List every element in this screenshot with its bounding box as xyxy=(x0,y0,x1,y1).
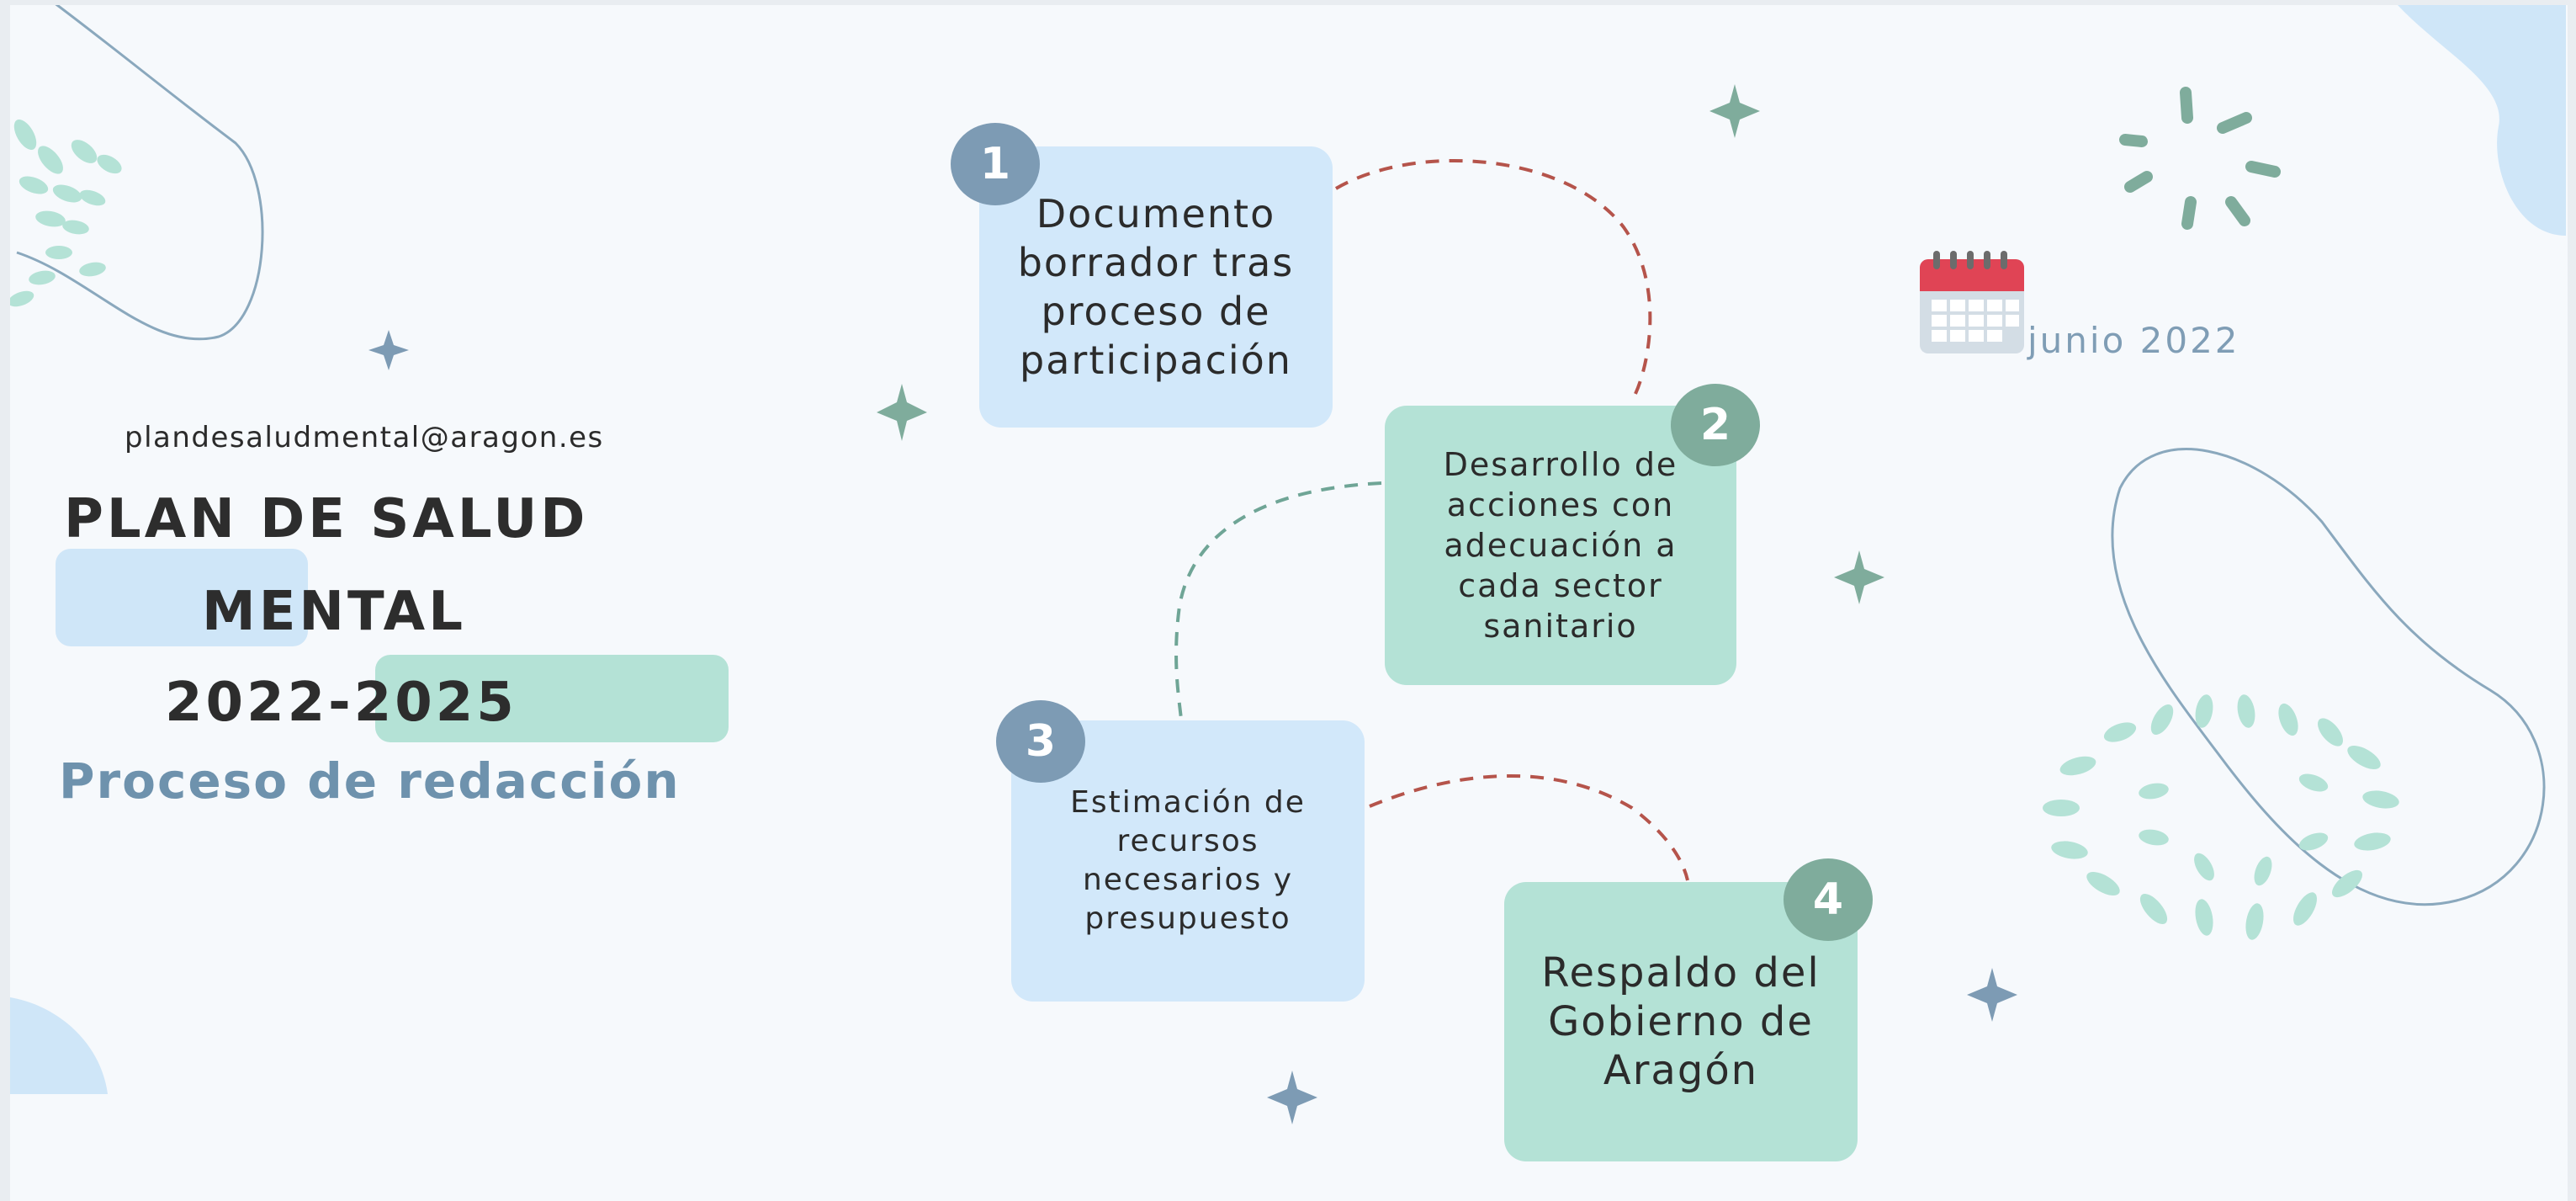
sunburst-top-right xyxy=(2119,87,2281,230)
sparkle-star xyxy=(1834,550,1884,604)
highlight-blue xyxy=(56,549,308,646)
sparkle-stars xyxy=(368,84,2017,1124)
step-3-line: recursos xyxy=(1116,824,1259,858)
step-4-line: Respaldo del xyxy=(1541,949,1821,996)
step-number-badge-2: 2 xyxy=(1671,384,1760,466)
step-3-line: necesarios y xyxy=(1082,863,1294,897)
step-card-1: Documento borrador tras proceso de parti… xyxy=(979,146,1333,428)
step-number-badge-1: 1 xyxy=(951,123,1040,205)
step-1-line: proceso de xyxy=(1041,289,1271,334)
title-line-1: PLAN DE SALUD xyxy=(64,488,589,550)
blob-top-right xyxy=(2398,5,2566,236)
step-number-badge-3: 3 xyxy=(996,700,1085,783)
step-1-line: borrador tras xyxy=(1017,240,1295,285)
title-line-3: 2022-2025 xyxy=(165,672,517,734)
contact-email: plandesaludmental@aragon.es xyxy=(125,421,604,454)
step-4-line: Aragón xyxy=(1603,1047,1759,1094)
sparkle-star xyxy=(877,384,927,441)
sparkle-star xyxy=(1967,968,2017,1022)
leaf-dots-top-left xyxy=(8,119,122,307)
sparkle-star xyxy=(1267,1071,1317,1124)
step-3-line: Estimación de xyxy=(1070,785,1306,820)
frame-edge-right xyxy=(2568,0,2576,1201)
sparkle-star xyxy=(368,330,409,370)
sparkle-star xyxy=(1709,84,1760,138)
step-2-line: sanitario xyxy=(1483,608,1638,645)
step-2-line: cada sector xyxy=(1458,567,1663,604)
step-1-line: Documento xyxy=(1036,191,1276,236)
outline-blob-right xyxy=(2111,448,2546,906)
title-line-2: MENTAL xyxy=(202,581,466,643)
outline-blob-top-left xyxy=(16,0,264,341)
step-4-line: Gobierno de xyxy=(1548,998,1814,1045)
blob-bottom-left xyxy=(10,997,108,1094)
leaf-ring-right xyxy=(2043,694,2399,940)
calendar-icon xyxy=(1920,251,2024,353)
step-2-line: adecuación a xyxy=(1444,527,1678,564)
connector-3-4 xyxy=(1369,773,1689,881)
highlight-green xyxy=(375,655,729,742)
step-card-2: Desarrollo de acciones con adecuación a … xyxy=(1385,406,1736,685)
step-2-line: acciones con xyxy=(1446,486,1675,523)
date-label: junio 2022 xyxy=(2027,320,2240,361)
connector-1-2 xyxy=(1334,159,1652,401)
step-card-3: Estimación de recursos necesarios y pres… xyxy=(1011,720,1365,1002)
step-1-line: participación xyxy=(1020,337,1292,383)
step-number-badge-4: 4 xyxy=(1784,858,1873,941)
subtitle: Proceso de redacción xyxy=(59,752,681,810)
step-2-line: Desarrollo de xyxy=(1443,446,1678,483)
frame-edge-top xyxy=(0,0,2576,5)
connector-2-3 xyxy=(1174,481,1382,720)
frame-edge-left xyxy=(0,0,10,1201)
step-3-line: presupuesto xyxy=(1084,901,1291,936)
